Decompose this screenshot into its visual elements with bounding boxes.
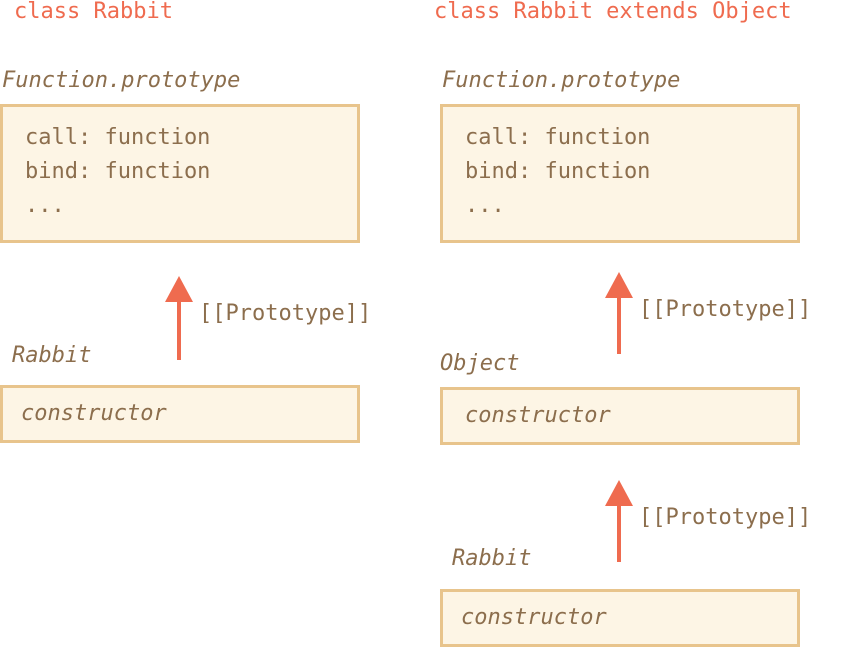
right-fp-line-bind: bind: function: [465, 159, 651, 184]
left-fp-line-call: call: function: [25, 125, 211, 150]
right-function-prototype-box: call: function bind: function ...: [440, 104, 800, 243]
right-rabbit-constructor: constructor: [461, 605, 607, 630]
right-fp-line-call: call: function: [465, 125, 651, 150]
right-fp-line-ellipsis: ...: [465, 193, 505, 218]
left-fp-line-ellipsis: ...: [25, 193, 65, 218]
right-prototype-label-top: [[Prototype]]: [639, 297, 812, 322]
left-heading: class Rabbit: [14, 0, 173, 24]
left-rabbit-constructor: constructor: [21, 401, 167, 426]
left-prototype-label: [[Prototype]]: [199, 301, 372, 326]
right-rabbit-box: constructor: [440, 589, 800, 647]
left-function-prototype-label: Function.prototype: [2, 68, 241, 93]
right-object-constructor: constructor: [465, 403, 611, 428]
right-prototype-arrow-bottom: [605, 480, 633, 562]
right-rabbit-label: Rabbit: [452, 546, 532, 571]
left-rabbit-label: Rabbit: [12, 343, 92, 368]
left-prototype-arrow: [165, 276, 193, 360]
left-rabbit-box: constructor: [0, 385, 360, 443]
left-function-prototype-box: call: function bind: function ...: [0, 104, 360, 243]
right-top-arrow-shaft: [617, 298, 621, 354]
left-arrow-head: [165, 276, 193, 302]
right-prototype-arrow-top: [605, 272, 633, 354]
left-arrow-shaft: [177, 302, 181, 360]
right-bottom-arrow-shaft: [617, 506, 621, 562]
right-heading: class Rabbit extends Object: [434, 0, 792, 24]
right-bottom-arrow-head: [605, 480, 633, 506]
left-fp-line-bind: bind: function: [25, 159, 211, 184]
right-prototype-label-bottom: [[Prototype]]: [639, 505, 812, 530]
right-object-label: Object: [440, 351, 520, 376]
right-object-box: constructor: [440, 387, 800, 445]
right-function-prototype-label: Function.prototype: [442, 68, 681, 93]
right-top-arrow-head: [605, 272, 633, 298]
